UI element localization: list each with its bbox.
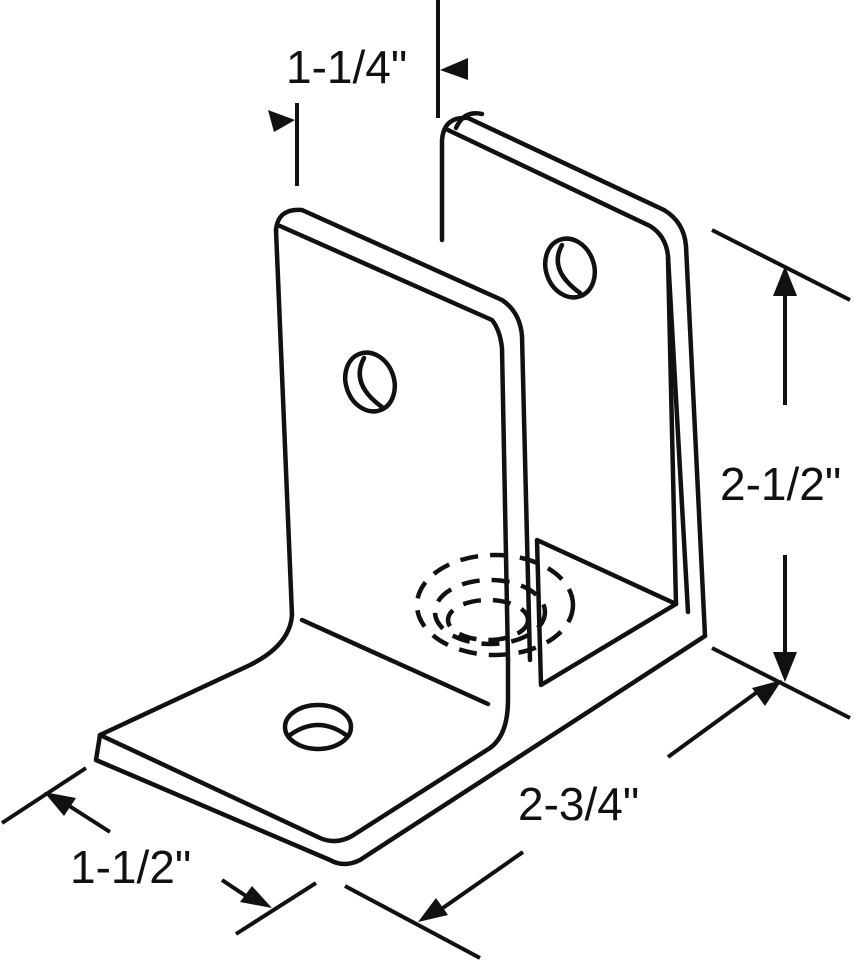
arrow-down-icon (773, 652, 797, 682)
hidden-hole (414, 552, 576, 658)
front-hole-icon (342, 350, 398, 414)
arrow-icon (240, 886, 272, 908)
dimension-height: 2-1/2" (711, 228, 851, 720)
arrow-icon (752, 680, 782, 706)
base-plate (93, 612, 708, 867)
rear-ear (439, 111, 708, 688)
arrow-icon (440, 58, 468, 80)
arrow-icon (418, 898, 448, 922)
arrow-icon (268, 110, 295, 132)
height-label: 2-1/2" (720, 458, 841, 510)
rear-hole-icon (542, 236, 598, 300)
base-width-label: 1-1/2" (70, 841, 191, 893)
arrow-icon (44, 792, 76, 816)
base-hole-icon (282, 702, 354, 752)
arrow-up-icon (773, 266, 797, 296)
depth-label: 2-3/4" (518, 778, 639, 830)
dimension-base-width: 1-1/2" (0, 766, 318, 936)
dimension-ear-spacing: 1-1/4" (268, 0, 468, 186)
front-ear (273, 207, 533, 663)
ear-spacing-label: 1-1/4" (286, 41, 407, 93)
dimension-depth: 2-3/4" (344, 680, 782, 960)
